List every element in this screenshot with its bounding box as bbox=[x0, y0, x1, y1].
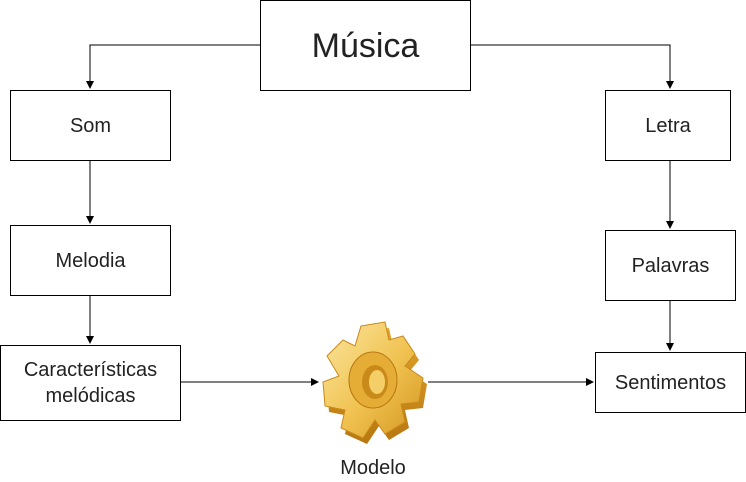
node-caracteristicas-label-line1: Características bbox=[23, 359, 158, 381]
node-caracteristicas-melodicas: Características melódicas bbox=[0, 345, 181, 421]
node-som: Som bbox=[10, 90, 171, 161]
model-label: Modelo bbox=[318, 456, 428, 480]
node-palavras-label: Palavras bbox=[631, 254, 710, 277]
node-letra: Letra bbox=[605, 90, 731, 161]
node-musica-label: Música bbox=[311, 26, 420, 65]
gear-hub-hole bbox=[369, 370, 385, 394]
node-som-label: Som bbox=[69, 114, 112, 137]
node-palavras: Palavras bbox=[605, 230, 736, 301]
node-melodia: Melodia bbox=[10, 225, 171, 296]
node-sentimentos-label: Sentimentos bbox=[614, 371, 727, 394]
node-letra-label: Letra bbox=[645, 114, 691, 137]
node-caracteristicas-label-line2: melódicas bbox=[45, 385, 136, 407]
node-musica: Música bbox=[260, 0, 471, 91]
arrow-musica-to-som bbox=[86, 44, 260, 89]
gear-icon bbox=[322, 321, 427, 444]
node-sentimentos: Sentimentos bbox=[595, 352, 746, 413]
model-label-text: Modelo bbox=[340, 457, 406, 479]
arrow-musica-to-letra bbox=[471, 44, 674, 89]
node-melodia-label: Melodia bbox=[55, 249, 126, 272]
